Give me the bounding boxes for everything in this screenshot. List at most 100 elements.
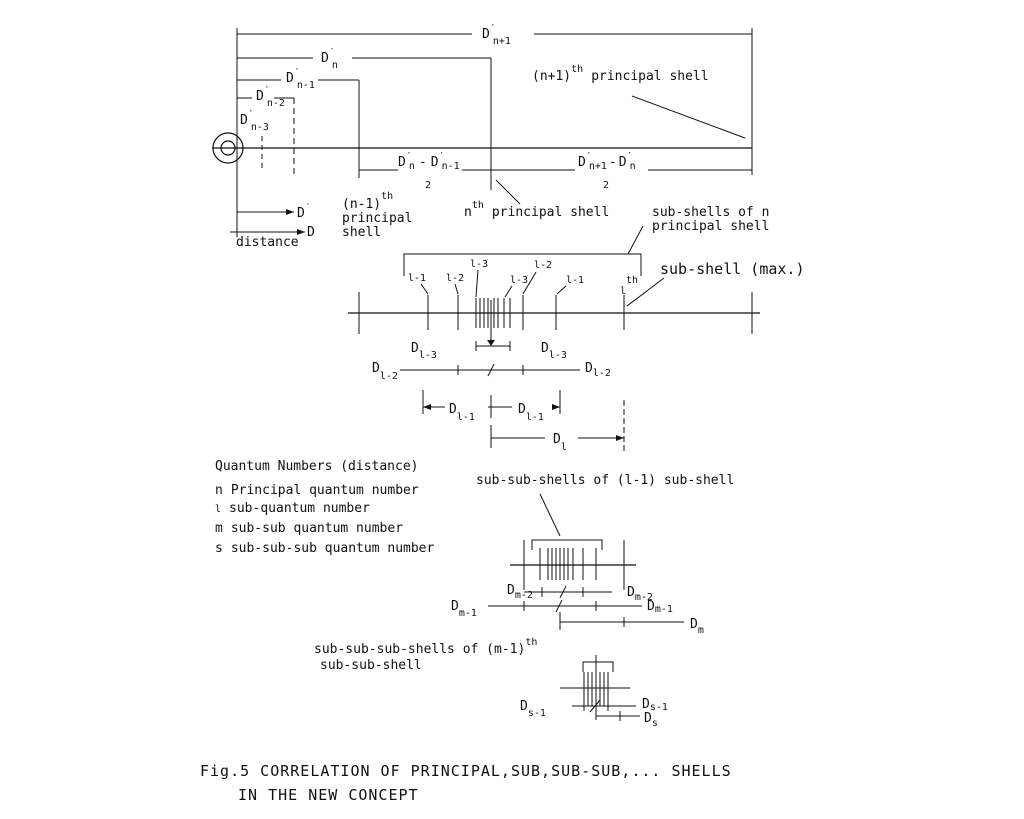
leader-sub-sub-shells: [539, 493, 561, 537]
label-sub-shells-principal-shell: principal shell: [652, 219, 769, 234]
subscript-l-minus-3: l-3: [419, 350, 437, 361]
label-l-minus-3-top: l-3: [470, 259, 488, 270]
superscript-th: th: [525, 637, 537, 648]
subscript-l-minus-3: l-3: [549, 350, 567, 361]
slash-d-m-minus-1: [555, 599, 563, 613]
label-distance: distance: [236, 235, 299, 250]
label-d-m-minus-1-right: Dm-1: [647, 599, 673, 615]
prime-mark: ′: [490, 23, 496, 34]
prime-mark: ′: [305, 202, 311, 213]
label-part: (n+1): [532, 69, 571, 84]
label-d-l-minus-2-left: Dl-2: [372, 361, 398, 382]
sub-shells-section: sub-shells of n principal shell sub-shel…: [348, 205, 805, 453]
label-l-minus-2-left: l-2: [446, 273, 464, 284]
d-symbol: D: [518, 402, 526, 417]
d-symbol: D: [411, 341, 419, 356]
label-d: D: [307, 225, 315, 240]
superscript-th: th: [381, 191, 393, 202]
subscript-n-minus-1: n-1: [297, 80, 315, 91]
d-symbol: D: [553, 432, 561, 447]
prime-mark: ′: [264, 85, 270, 96]
superscript-th: th: [626, 275, 638, 286]
label-half-d-n-plus-1-d-n: D′n+1-D′n: [578, 151, 636, 172]
denominator-two: 2: [425, 180, 431, 191]
arrow-d-l-minus-3: [487, 340, 495, 346]
subscript-n-minus-1: n-1: [442, 161, 460, 172]
leader-l-minus-3-right: [504, 285, 513, 298]
subscript-n-minus-3: n-3: [251, 122, 269, 133]
subscript-l: l: [561, 442, 567, 453]
label-d-s-minus-1-right: Ds-1: [642, 697, 668, 713]
d-symbol: D: [482, 27, 490, 42]
leader-l-minus-1-right: [556, 285, 567, 295]
sub-sub-shells-section: sub-sub-shells of (l-1) sub-shell Dm-2 D…: [451, 473, 734, 636]
subscript-m-minus-2: m-2: [635, 592, 653, 603]
denominator-two: 2: [603, 180, 609, 191]
label-sub-shell-max: sub-shell (max.): [660, 260, 805, 278]
figure-caption: Fig.5 CORRELATION OF PRINCIPAL,SUB,SUB-S…: [200, 762, 732, 804]
d-symbol: D: [256, 89, 264, 104]
subscript-m-minus-1: m-1: [655, 604, 673, 615]
d-symbol: D: [541, 341, 549, 356]
label-d-n-plus-1: D′n+1: [482, 23, 511, 47]
prime-mark: ′: [439, 151, 445, 162]
subscript-m-minus-2: m-2: [515, 590, 533, 601]
prime-mark: ′: [248, 109, 254, 120]
label-d-n-minus-3: D′ n-3: [240, 109, 269, 133]
d-symbol: D: [321, 51, 329, 66]
d-symbol: D: [372, 361, 380, 376]
d-symbol: D: [507, 583, 515, 598]
label-d-m-minus-1-left: Dm-1: [451, 599, 477, 619]
nucleus-inner-circle: [220, 140, 236, 156]
label-d-s: Ds: [644, 711, 658, 729]
label-n-minus-1-shell-a: (n-1)th: [342, 191, 393, 212]
subscript-l-minus-2: l-2: [380, 371, 398, 382]
arrow-d-l-minus-1-left: [423, 404, 431, 410]
bracket-sub-sub-shells: [531, 539, 603, 550]
subscript-s-minus-1: s-1: [650, 702, 668, 713]
label-n-minus-1-shell-b: principal: [342, 211, 412, 226]
slash-d-l-minus-2: [487, 363, 495, 377]
legend-symbol: l: [215, 504, 221, 515]
caption-line-1: Fig.5 CORRELATION OF PRINCIPAL,SUB,SUB-S…: [200, 762, 732, 780]
label-d-l: Dl: [553, 432, 567, 453]
legend-text: sub-quantum number: [229, 501, 370, 516]
label-d-l-minus-1-left: Dl-1: [449, 402, 475, 423]
legend-text: Principal quantum number: [231, 483, 419, 498]
label-l-th: lth: [620, 275, 638, 297]
leader-sub-shell-max: [626, 277, 665, 307]
subscript-l-minus-1: l-1: [526, 412, 544, 423]
label-d-l-minus-3-right: Dl-3: [541, 341, 567, 361]
arrow-d-l: [616, 435, 624, 441]
label-l-minus-1-left: l-1: [408, 273, 426, 284]
d-symbol: D: [627, 585, 635, 600]
leader-l-minus-2-left: [454, 283, 459, 295]
label-d-l-minus-2-right: Dl-2: [585, 361, 611, 379]
d-symbol: D: [451, 599, 459, 614]
label-sub-shells-of-n: sub-shells of n: [652, 205, 769, 220]
subscript-l-minus-2: l-2: [593, 368, 611, 379]
d-symbol: D: [449, 402, 457, 417]
d-symbol: D: [690, 617, 698, 632]
d-symbol: D: [431, 155, 439, 170]
d-symbol: D: [240, 113, 248, 128]
bracket-sub-sub-sub-shells: [582, 661, 614, 672]
label-part: n: [464, 205, 472, 220]
d-symbol: D: [642, 697, 650, 712]
subscript-n: n: [630, 161, 636, 172]
legend-item-s: s sub-sub-sub quantum number: [215, 541, 434, 556]
legend-text: sub-sub-sub quantum number: [231, 541, 435, 556]
d-arrowhead: [297, 229, 305, 235]
label-l-minus-1-right: l-1: [566, 275, 584, 286]
label-d-m-minus-2-left: Dm-2: [507, 583, 533, 601]
subscript-s-minus-1: s-1: [528, 708, 546, 719]
legend-symbol: n: [215, 483, 223, 498]
leader-l-minus-3-top: [475, 269, 479, 298]
bracket-sub-shells: [403, 253, 642, 276]
legend-symbol: s: [215, 541, 223, 556]
d-prime-arrowhead: [286, 209, 294, 215]
nucleus-outer-circle: [212, 132, 244, 164]
